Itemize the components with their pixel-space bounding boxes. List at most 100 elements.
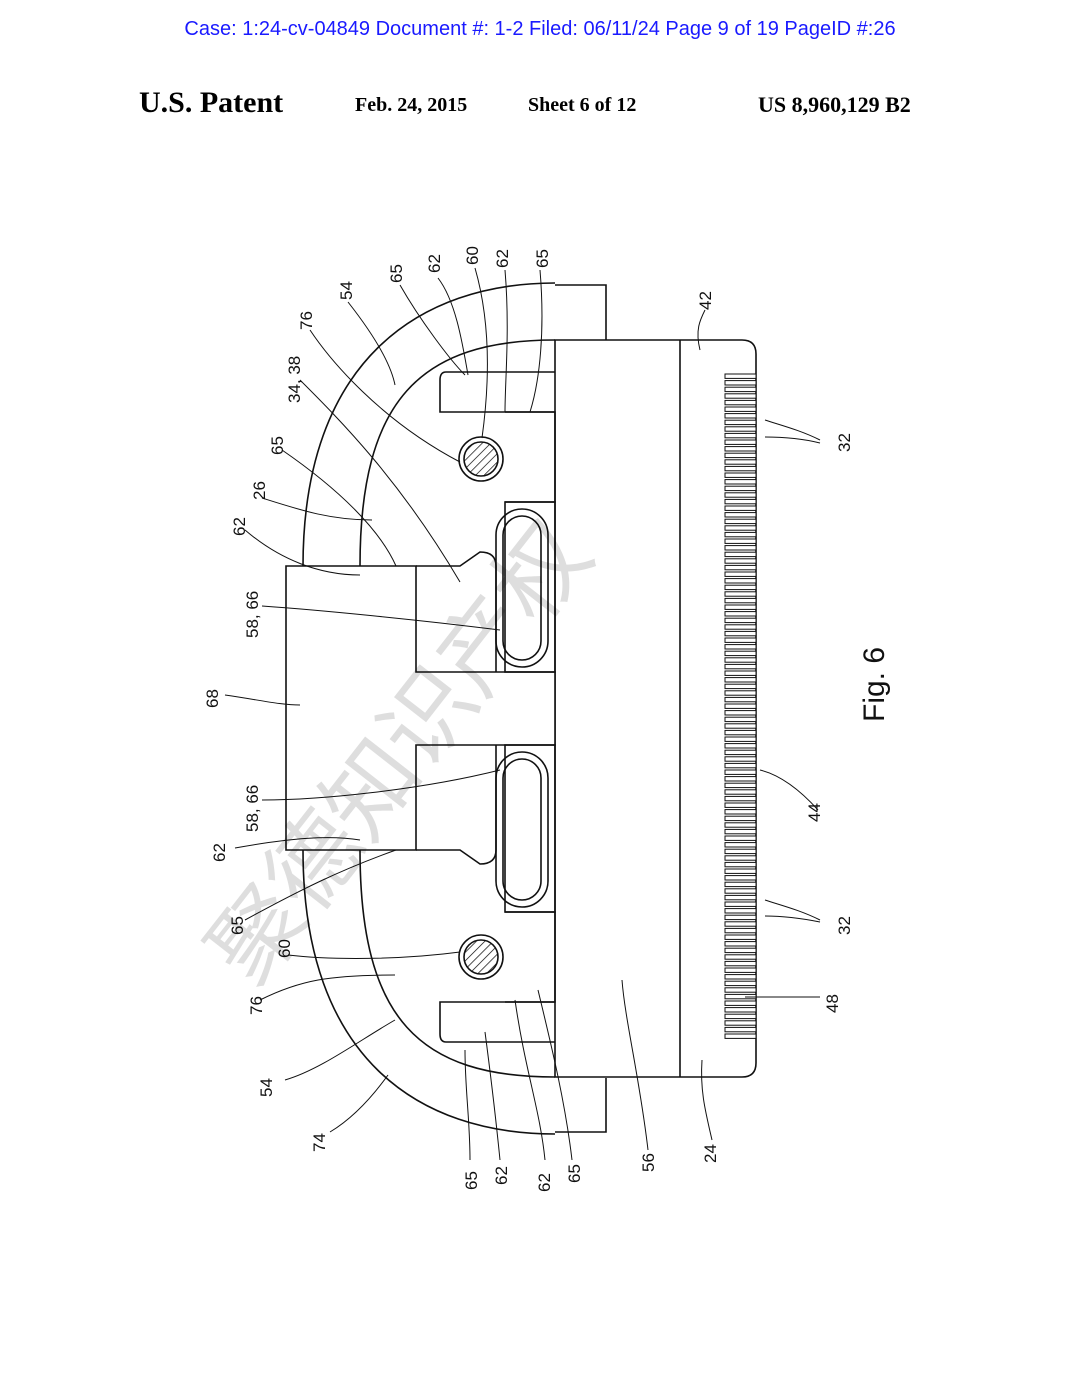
- blade-tooth: [724, 558, 757, 564]
- label-62: 62: [535, 1173, 554, 1192]
- blade-tooth: [724, 459, 757, 465]
- blade-tooth: [724, 571, 757, 577]
- blade-tooth: [724, 472, 757, 478]
- blade-tooth: [724, 1007, 757, 1013]
- label-54: 54: [337, 281, 356, 300]
- blade-tooth: [724, 934, 757, 940]
- blade-tooth: [724, 637, 757, 643]
- blade-tooth: [724, 670, 757, 676]
- blade-tooth: [724, 815, 757, 822]
- blade-tooth: [724, 465, 757, 472]
- blade-tooth: [724, 597, 757, 604]
- blade-tooth: [724, 908, 757, 914]
- arm-bottom-outer: [359, 849, 556, 1078]
- step-bottom: [505, 911, 556, 1003]
- label-24: 24: [701, 1144, 720, 1163]
- blade-tooth: [724, 677, 757, 683]
- label-62: 62: [493, 249, 512, 268]
- blade-tooth: [724, 578, 757, 584]
- label-34-38: 34, 38: [285, 356, 304, 403]
- back-plate-bottom: [555, 1078, 607, 1133]
- blade-tooth: [724, 413, 757, 419]
- blade-tooth: [724, 802, 757, 808]
- pin-bottom: [463, 939, 499, 975]
- blade-tooth: [724, 617, 757, 624]
- blade-tooth: [724, 809, 757, 815]
- patent-number: US 8,960,129 B2: [758, 92, 911, 117]
- blade-tooth: [724, 974, 757, 980]
- arm-top-outer2: [302, 282, 556, 567]
- label-62: 62: [425, 254, 444, 273]
- blade-tooth: [724, 716, 757, 723]
- blade-tooth: [724, 855, 757, 861]
- blade-tooth: [724, 624, 757, 630]
- label-68: 68: [203, 689, 222, 708]
- blade-tooth: [724, 498, 757, 505]
- blade-tooth: [724, 756, 757, 762]
- blade-tooth: [724, 663, 757, 670]
- blade-tooth: [724, 980, 757, 987]
- label-76: 76: [297, 311, 316, 330]
- blade-tooth: [724, 729, 757, 736]
- label-62: 62: [230, 517, 249, 536]
- blade-tooth: [724, 762, 757, 769]
- label-54: 54: [257, 1078, 276, 1097]
- blade-tooth: [724, 564, 757, 571]
- blade-body: [554, 339, 757, 1078]
- blade-tooth: [724, 835, 757, 841]
- blade-tooth: [724, 914, 757, 921]
- patent-date: Feb. 24, 2015: [355, 94, 468, 116]
- blade-tooth: [724, 941, 757, 947]
- patent-header: U.S. Patent Feb. 24, 2015 Sheet 6 of 12 …: [0, 86, 1080, 126]
- blade-tooth: [724, 828, 757, 835]
- blade-tooth: [724, 921, 757, 927]
- slot-top: [504, 501, 556, 673]
- blade-tooth: [724, 505, 757, 511]
- blade-tooth: [724, 888, 757, 894]
- patent-sheet: Sheet 6 of 12: [528, 94, 637, 116]
- blade-tooth: [724, 954, 757, 960]
- blade-tooth: [724, 657, 757, 663]
- blade-tooth: [724, 380, 757, 386]
- blade-tooth: [724, 479, 757, 485]
- blade-tooth: [724, 406, 757, 412]
- blade-tooth: [724, 842, 757, 848]
- blade-tooth: [724, 868, 757, 874]
- label-58-66: 58, 66: [243, 591, 262, 638]
- label-65: 65: [268, 436, 287, 455]
- arm-top-outer: [359, 339, 556, 567]
- blade-tooth: [724, 399, 757, 406]
- label-58-66: 58, 66: [243, 785, 262, 832]
- blade-tooth: [724, 960, 757, 967]
- blade-tooth: [724, 1000, 757, 1006]
- blade-tooth: [724, 1013, 757, 1020]
- label-65: 65: [387, 264, 406, 283]
- label-56: 56: [639, 1153, 658, 1172]
- label-60: 60: [275, 939, 294, 958]
- blade-tooth: [724, 703, 757, 709]
- blade-tooth: [724, 822, 757, 828]
- blade-tooth: [724, 551, 757, 558]
- blade-tooth: [724, 901, 757, 907]
- blade-tooth: [724, 386, 757, 393]
- blade-tooth: [724, 630, 757, 637]
- label-65: 65: [565, 1164, 584, 1183]
- blade-tooth: [724, 1033, 757, 1039]
- blade-tooth: [724, 848, 757, 855]
- blade-tooth: [724, 782, 757, 789]
- reference-labels: 65 62 60 62 65 54 76 34, 38 65 26 62 58,…: [203, 246, 891, 1192]
- slot-top-inner: [495, 508, 549, 668]
- blade-tooth: [724, 743, 757, 749]
- figure-caption: Fig. 6: [858, 647, 891, 722]
- blade-tooth: [724, 710, 757, 716]
- blade-tooth: [724, 696, 757, 703]
- label-26: 26: [250, 481, 269, 500]
- blade-tooth: [724, 432, 757, 439]
- blade-tooth: [724, 452, 757, 459]
- blade-tooth: [724, 861, 757, 868]
- blade-tooth: [724, 426, 757, 432]
- blade-tooth: [724, 1026, 757, 1033]
- blade-tooth: [724, 650, 757, 657]
- blade-tooth: [724, 373, 757, 379]
- leader-lines: [224, 267, 821, 1161]
